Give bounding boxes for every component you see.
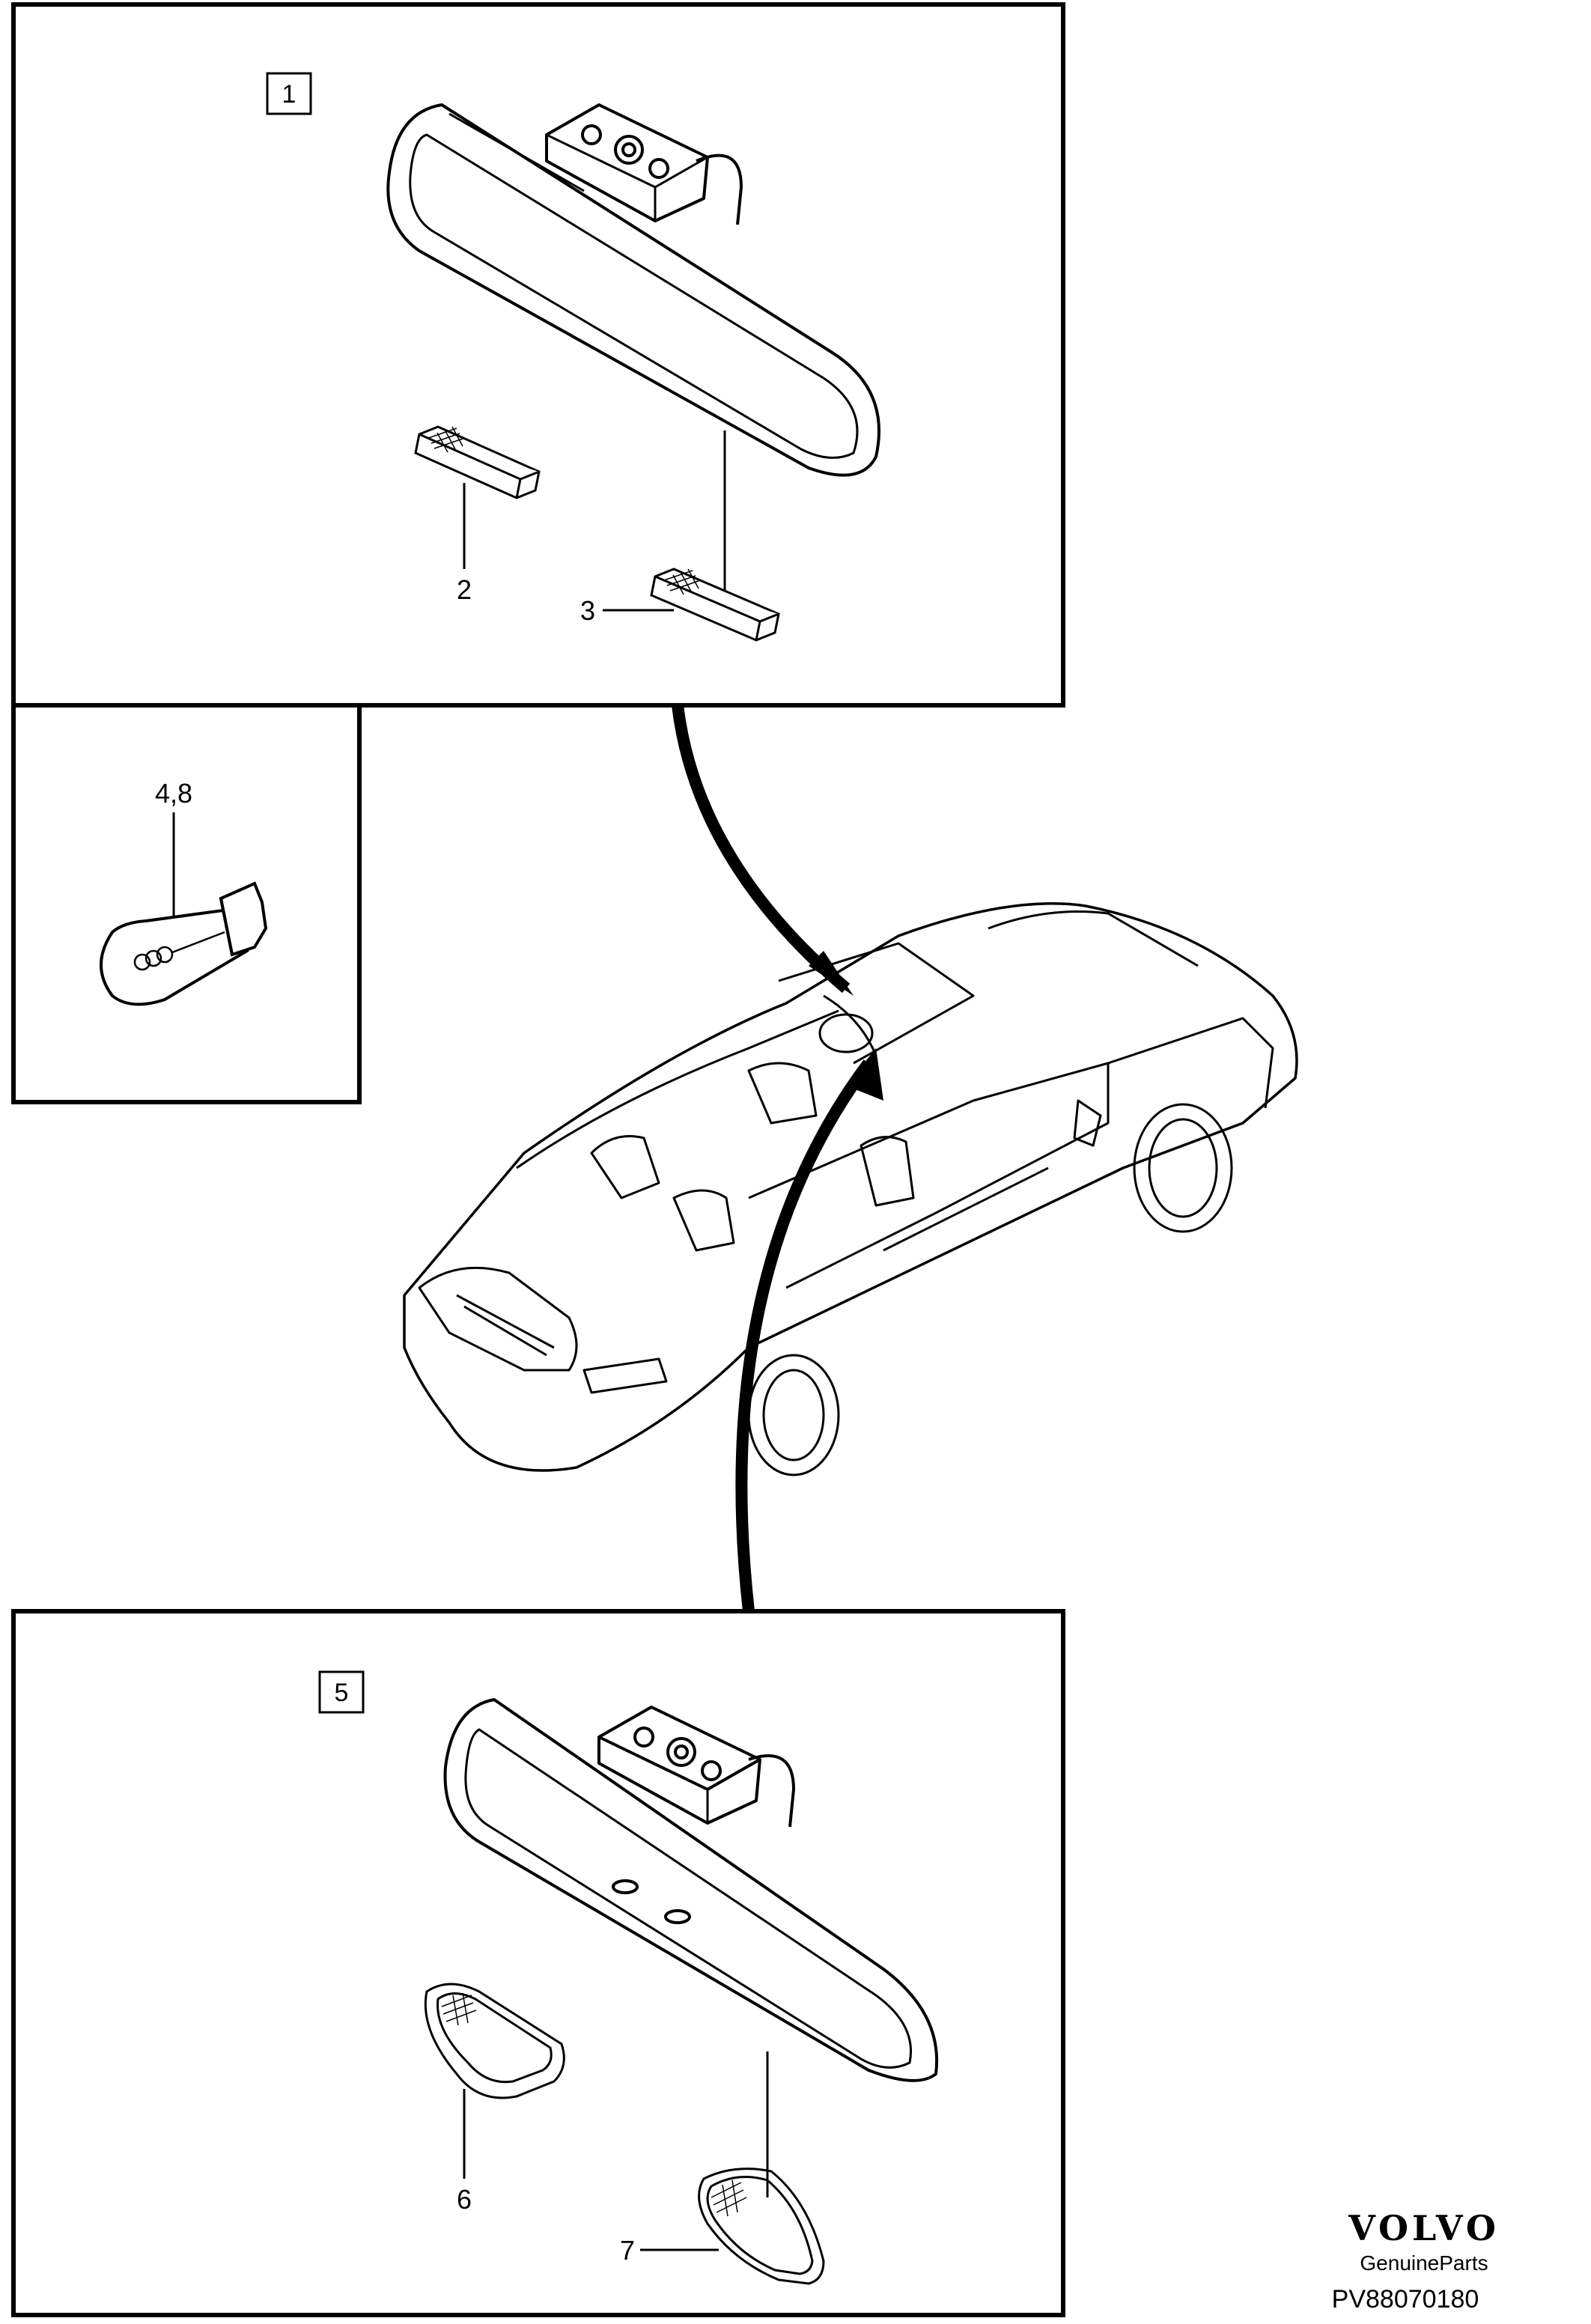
bulb — [100, 881, 268, 1006]
top-panel: 1 2 — [11, 2, 1065, 708]
part-6-pad — [424, 1983, 565, 2099]
callout-7: 7 — [620, 2235, 635, 2266]
arrow-head-bottom — [846, 1048, 883, 1101]
bottom-panel: 5 6 — [11, 1609, 1065, 2317]
box-number-1-frame — [266, 72, 312, 115]
callout-6: 6 — [457, 2184, 472, 2215]
genuine-parts-tagline: GenuineParts — [1360, 2251, 1488, 2275]
part-3-pad — [650, 568, 780, 642]
box-number-5: 5 — [335, 1679, 349, 1707]
convertible-car — [403, 902, 1298, 1476]
bulb-panel-frame — [11, 703, 362, 1104]
top-panel-frame — [11, 2, 1065, 708]
branding: VOLVO GenuineParts PV88070180 — [1332, 2208, 1500, 2314]
part-7-pad — [698, 2168, 825, 2285]
callout-4-8: 4,8 — [155, 778, 192, 809]
arrow-to-bottom-panel — [735, 1059, 874, 1612]
callout-2: 2 — [457, 574, 472, 605]
bulb-panel: 4,8 — [11, 703, 362, 1104]
rear-view-mirror — [386, 103, 880, 477]
bottom-panel-frame — [11, 1609, 1065, 2317]
auto-dim-mirror — [443, 1698, 939, 2082]
part-2-pad — [414, 425, 541, 499]
arrow-to-top-panel — [672, 705, 851, 994]
box-number-5-frame — [318, 1670, 365, 1714]
volvo-logo-text: VOLVO — [1348, 2208, 1500, 2248]
diagram-code: PV88070180 — [1332, 2285, 1479, 2314]
box-number-1: 1 — [282, 80, 296, 109]
callout-3: 3 — [580, 595, 595, 626]
arrow-head-top — [809, 951, 854, 996]
